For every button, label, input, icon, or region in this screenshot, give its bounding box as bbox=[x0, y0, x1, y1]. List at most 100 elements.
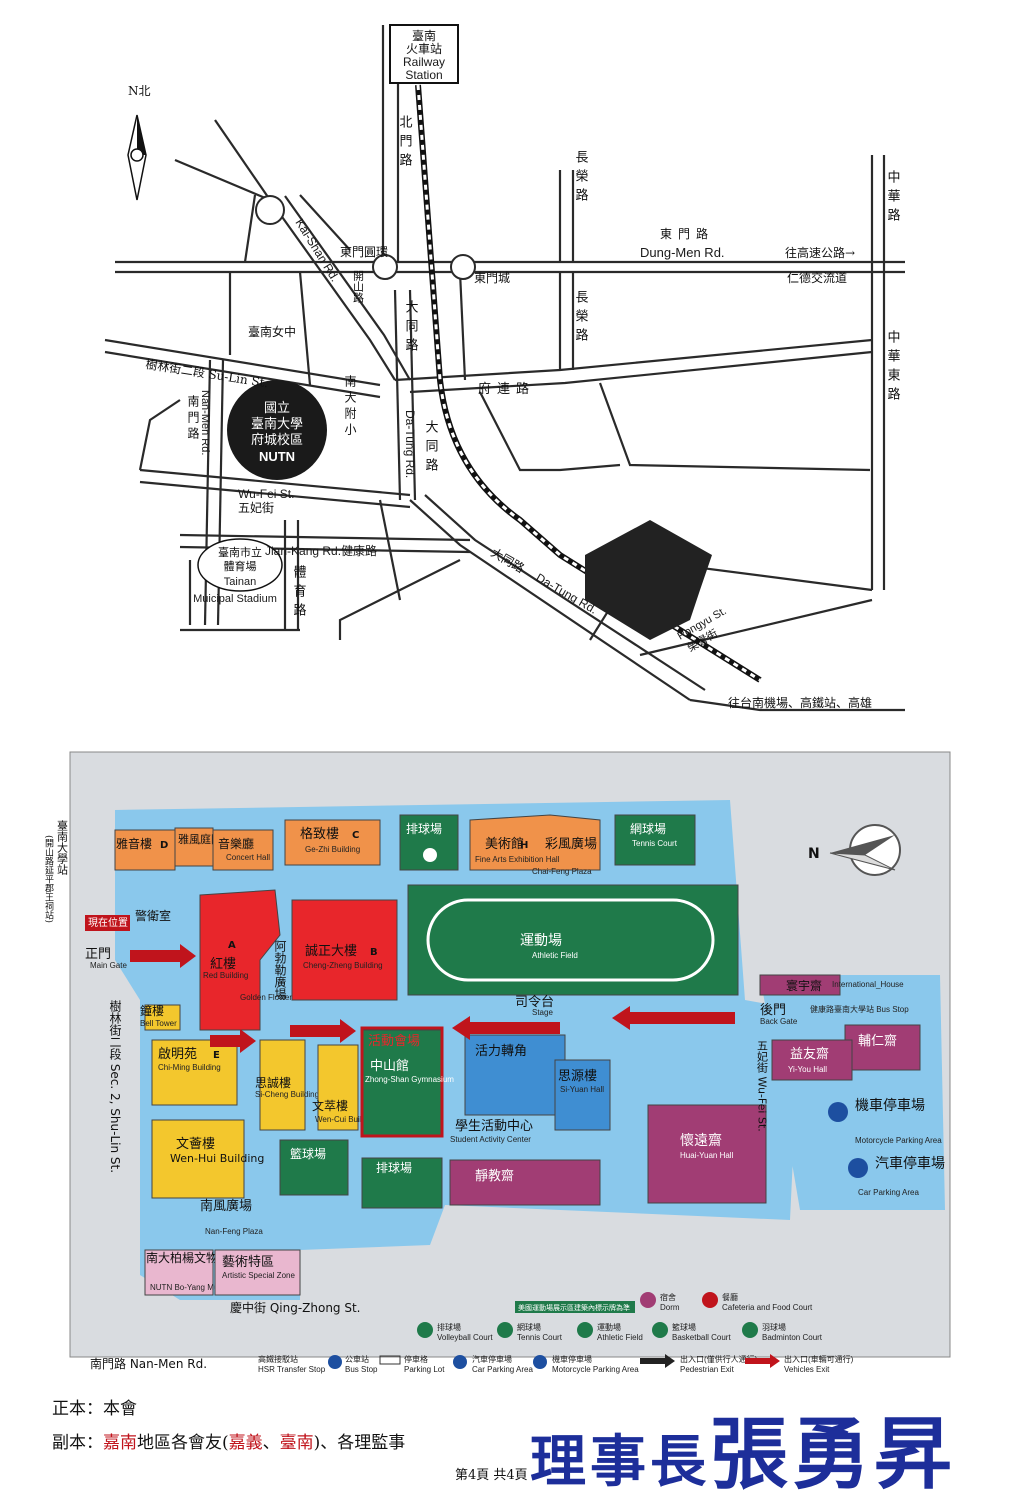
nanmen-rd-campus: 南門路 Nan-Men Rd. bbox=[90, 1356, 207, 1371]
legend-veh-en: Vehicles Exit bbox=[784, 1365, 830, 1374]
furen-label: 輔仁齋 bbox=[858, 1033, 897, 1049]
campus-north-label: N bbox=[808, 846, 820, 862]
datong-rd-label: 大同路 bbox=[403, 300, 419, 357]
bell-tower-en: Bell Tower bbox=[140, 1019, 177, 1028]
nanda-fuxiao-label: 南大附小 bbox=[343, 374, 357, 439]
tennis-en: Tennis Court bbox=[632, 839, 678, 848]
legend-dorm: 宿舍 bbox=[660, 1292, 676, 1302]
north-compass-icon bbox=[127, 114, 147, 201]
kaishan-rd-zh: 開山路 bbox=[352, 270, 365, 304]
international-house bbox=[759, 974, 841, 996]
nanfeng-label: 南風廣場 bbox=[200, 1198, 252, 1214]
legend-ped: 出入口(僅供行人通行) bbox=[680, 1354, 758, 1364]
volleyball-court-mid bbox=[361, 1157, 443, 1209]
bell-tower-label: 鐘樓 bbox=[140, 1003, 164, 1018]
nutn-line-4: NUTN bbox=[259, 449, 295, 464]
copy-red-2: 嘉義 bbox=[228, 1433, 263, 1453]
legend-veh: 出入口(車輛可通行) bbox=[784, 1354, 854, 1364]
yafeng-plaza bbox=[174, 827, 214, 867]
changrong-rd-label-2: 長榮路 bbox=[573, 290, 589, 347]
chiming-label: 啟明苑 bbox=[158, 1047, 197, 1062]
north-label: N北 bbox=[128, 84, 151, 98]
legend-dorm-en: Dorm bbox=[660, 1303, 680, 1312]
copy-red-1: 嘉南 bbox=[103, 1433, 137, 1453]
to-airport-label: 往台南機場、高鐵站、高雄 bbox=[728, 695, 872, 710]
footer-original: 正本：本會 bbox=[52, 1399, 137, 1419]
concert-hall-label: 音樂廳 bbox=[218, 836, 254, 851]
dongmen-rd-en: Dung-Men Rd. bbox=[640, 245, 725, 260]
legend-bus-en: Bus Stop bbox=[345, 1365, 378, 1374]
artistic-zone-label: 藝術特區 bbox=[222, 1255, 274, 1270]
student-center-en: Student Activity Center bbox=[450, 1135, 531, 1144]
stadium-line-4: Muicipal Stadium bbox=[193, 593, 277, 605]
car-parking-en: Car Parking Area bbox=[858, 1188, 919, 1197]
fine-arts-hall bbox=[469, 814, 601, 871]
concert-hall-en: Concert Hall bbox=[226, 853, 270, 862]
tennis-court bbox=[614, 814, 696, 866]
volleyball-icon bbox=[423, 848, 437, 862]
datong-rd-label-2: 大同路 bbox=[423, 420, 439, 477]
wufei-en-label: Wu-Fei St. bbox=[238, 487, 294, 501]
legend-ped-en: Pedestrian Exit bbox=[680, 1365, 735, 1374]
copy-sep: 、 bbox=[262, 1433, 280, 1453]
car-parking-label: 汽車停車場 bbox=[875, 1155, 945, 1172]
tiyu-rd-label: 體育路 bbox=[291, 565, 307, 622]
museum-label: 南大柏楊文物館 bbox=[146, 1250, 230, 1265]
zhonghua-east-rd-label: 中華東路 bbox=[885, 330, 901, 406]
golden-flower-en: Golden Flower Plaza bbox=[240, 993, 315, 1002]
legend-food-en: Cafeteria and Food Court bbox=[722, 1303, 813, 1312]
artistic-zone-en: Artistic Special Zone bbox=[222, 1271, 295, 1280]
copy-mid-1: 地區各會友( bbox=[137, 1433, 229, 1453]
you-are-here-label: 現在位置 bbox=[88, 916, 128, 929]
legend-volleyball: 排球場 bbox=[437, 1322, 461, 1332]
signature: 理事長張勇昇 bbox=[530, 1392, 956, 1504]
black-block-landmark bbox=[585, 520, 712, 640]
legend-tennis: 網球場 bbox=[517, 1322, 541, 1332]
chiming-letter: E bbox=[213, 1050, 220, 1061]
railway-station-box bbox=[389, 24, 459, 84]
back-gate-label: 後門 bbox=[760, 1003, 786, 1018]
caifeng-en: Chai-Feng Plaza bbox=[532, 867, 592, 876]
activity-venue-label: 活動會場 bbox=[368, 1034, 420, 1049]
wufei-st-campus: 五妃街 Wu-Fei St. bbox=[756, 1040, 769, 1132]
kaishan-roundabout bbox=[255, 195, 285, 225]
caifeng-label: 彩風廣場 bbox=[545, 837, 597, 852]
zhongshan-label: 中山館 bbox=[370, 1059, 409, 1074]
dongmen-city-circle bbox=[450, 254, 476, 280]
wencui-en: Wen-Cui Building bbox=[315, 1115, 377, 1124]
athletic-field-area bbox=[407, 884, 739, 996]
yiyou-label: 益友齋 bbox=[790, 1046, 829, 1062]
datong-rd-en: Da-Tung Rd. bbox=[403, 410, 417, 478]
signature-title: 理事長 bbox=[530, 1429, 710, 1495]
dongmen-roundabout-label: 東門圓環 bbox=[340, 245, 388, 259]
legend-volleyball-en: Volleyball Court bbox=[437, 1333, 493, 1342]
legend-parking-lot-en: Parking Lot bbox=[404, 1365, 445, 1374]
legend-bus: 公車站 bbox=[345, 1354, 369, 1364]
athletic-field-label: 運動場 bbox=[520, 933, 562, 949]
legend-note: 美國運動場展示區建築內標示牌為準 bbox=[518, 1303, 630, 1312]
huaiyuan-hall bbox=[647, 1104, 767, 1204]
copy-mid-2: )、各理監事 bbox=[313, 1433, 406, 1453]
legend-moto: 機車停車場 bbox=[552, 1354, 592, 1364]
red-building-letter: A bbox=[228, 940, 236, 951]
back-gate-en: Back Gate bbox=[760, 1017, 798, 1026]
legend-athletic-en: Athletic Field bbox=[597, 1333, 643, 1342]
chiming-building bbox=[151, 1039, 238, 1106]
road-network bbox=[104, 25, 905, 712]
museum-en: NUTN Bo-Yang Museum bbox=[150, 1283, 238, 1292]
station-line-1: 臺南 bbox=[412, 28, 436, 43]
qingzhong-st-label: 慶中街 Qing-Zhong St. bbox=[230, 1300, 361, 1315]
car-parking-icon bbox=[848, 1158, 868, 1178]
basketball-court bbox=[279, 1139, 349, 1196]
gezhi-en: Ge-Zhi Building bbox=[305, 845, 360, 854]
station-line-3: Railway bbox=[403, 55, 445, 69]
bell-tower bbox=[144, 1004, 181, 1031]
zhongshan-en: Zhong-Shan Gymnasium bbox=[365, 1075, 454, 1084]
sicheng-label: 思誠樓 bbox=[255, 1075, 291, 1090]
student-center-label: 學生活動中心 bbox=[455, 1119, 533, 1134]
legend-badminton: 羽球場 bbox=[762, 1322, 786, 1332]
basketball-label: 籃球場 bbox=[290, 1146, 326, 1161]
wencui-label: 文萃樓 bbox=[312, 1098, 348, 1113]
siyuan-label: 思源樓 bbox=[558, 1069, 597, 1084]
gezhi-letter: C bbox=[352, 830, 359, 841]
